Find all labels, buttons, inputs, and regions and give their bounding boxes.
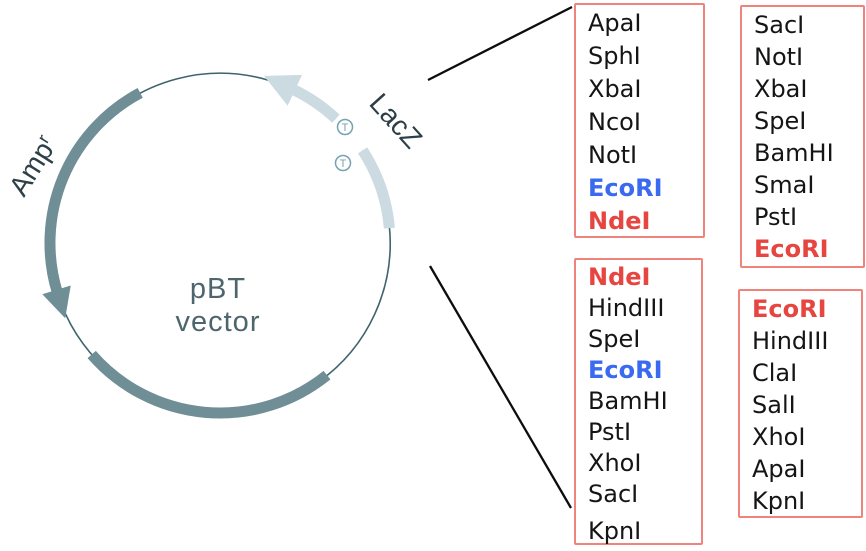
enzyme-item: BamHI	[754, 139, 834, 167]
enzyme-item: EcoRI	[754, 235, 829, 263]
terminator-letter: T	[342, 122, 349, 134]
enzyme-item: PstI	[754, 203, 798, 231]
enzyme-item: ClaI	[752, 359, 798, 387]
enzyme-item: NotI	[754, 43, 804, 71]
enzyme-item: ApaI	[752, 455, 806, 483]
enzyme-item: KpnI	[752, 487, 806, 515]
enzyme-list-top-inner: ApaI SphI XbaI NcoI NotI EcoRI NdeI	[576, 5, 703, 238]
terminator-ring-icon	[334, 154, 352, 172]
enzyme-list-bottom-outer: EcoRI HindIII ClaI SalI XhoI ApaI KpnI	[740, 291, 861, 517]
enzyme-box-bottom-outer: EcoRI HindIII ClaI SalI XhoI ApaI KpnI	[738, 289, 863, 518]
enzyme-item: SmaI	[754, 171, 815, 199]
enzyme-item: NcoI	[588, 108, 641, 136]
enzyme-item: PstI	[588, 418, 632, 446]
enzyme-item: EcoRI	[588, 174, 663, 202]
enzyme-item: SpeI	[588, 325, 641, 353]
enzyme-item: HindIII	[588, 294, 665, 322]
terminator-ring-icon	[336, 118, 354, 136]
enzyme-item: EcoRI	[752, 295, 827, 323]
enzyme-item: NdeI	[588, 263, 651, 291]
callout-line-top	[427, 5, 573, 82]
enzyme-box-top-inner: ApaI SphI XbaI NcoI NotI EcoRI NdeI	[574, 3, 705, 238]
enzyme-item: XbaI	[754, 75, 808, 103]
bottom-gene-arc	[87, 350, 331, 419]
terminator-mark-lower: T	[334, 154, 352, 172]
amp-gene-arc	[42, 88, 143, 319]
enzyme-list-top-outer: SacI NotI XbaI SpeI BamHI SmaI PstI EcoR…	[742, 7, 863, 265]
enzyme-list-bottom-inner: NdeI HindIII SpeI EcoRI BamHI PstI XhoI …	[576, 260, 701, 547]
enzyme-item: SacI	[588, 480, 639, 508]
terminator-letter: T	[340, 158, 347, 170]
plasmid-backbone-circle	[49, 72, 391, 415]
enzyme-box-top-outer: SacI NotI XbaI SpeI BamHI SmaI PstI EcoR…	[740, 5, 865, 268]
enzyme-item: BamHI	[588, 387, 668, 415]
enzyme-item: NotI	[588, 141, 638, 169]
enzyme-item: NdeI	[588, 207, 651, 235]
enzyme-item: SalI	[752, 391, 796, 419]
terminator-mark-upper: T	[336, 118, 354, 136]
enzyme-item: ApaI	[588, 9, 642, 37]
amp-gene-label-base: Amp	[3, 136, 60, 201]
enzyme-box-bottom-inner: NdeI HindIII SpeI EcoRI BamHI PstI XhoI …	[574, 258, 703, 545]
enzyme-item: SpeI	[754, 107, 807, 135]
enzyme-item: XbaI	[588, 75, 642, 103]
plasmid-name-line1: pBT	[190, 273, 246, 305]
lacz-gene-arc-arrow-segment	[263, 74, 340, 123]
enzyme-item: XhoI	[588, 449, 642, 477]
enzyme-item: XhoI	[752, 423, 806, 451]
enzyme-item: HindIII	[752, 327, 829, 355]
enzyme-item: KpnI	[588, 517, 642, 545]
lacz-gene-label: LacZ	[364, 87, 429, 154]
enzyme-item: EcoRI	[588, 356, 663, 384]
plasmid-name-line2: vector	[176, 306, 261, 338]
enzyme-item: SphI	[588, 42, 641, 70]
enzyme-item: SacI	[754, 11, 805, 39]
lacz-gene-arc-lower-segment	[357, 147, 395, 229]
callout-line-bottom	[429, 265, 572, 509]
